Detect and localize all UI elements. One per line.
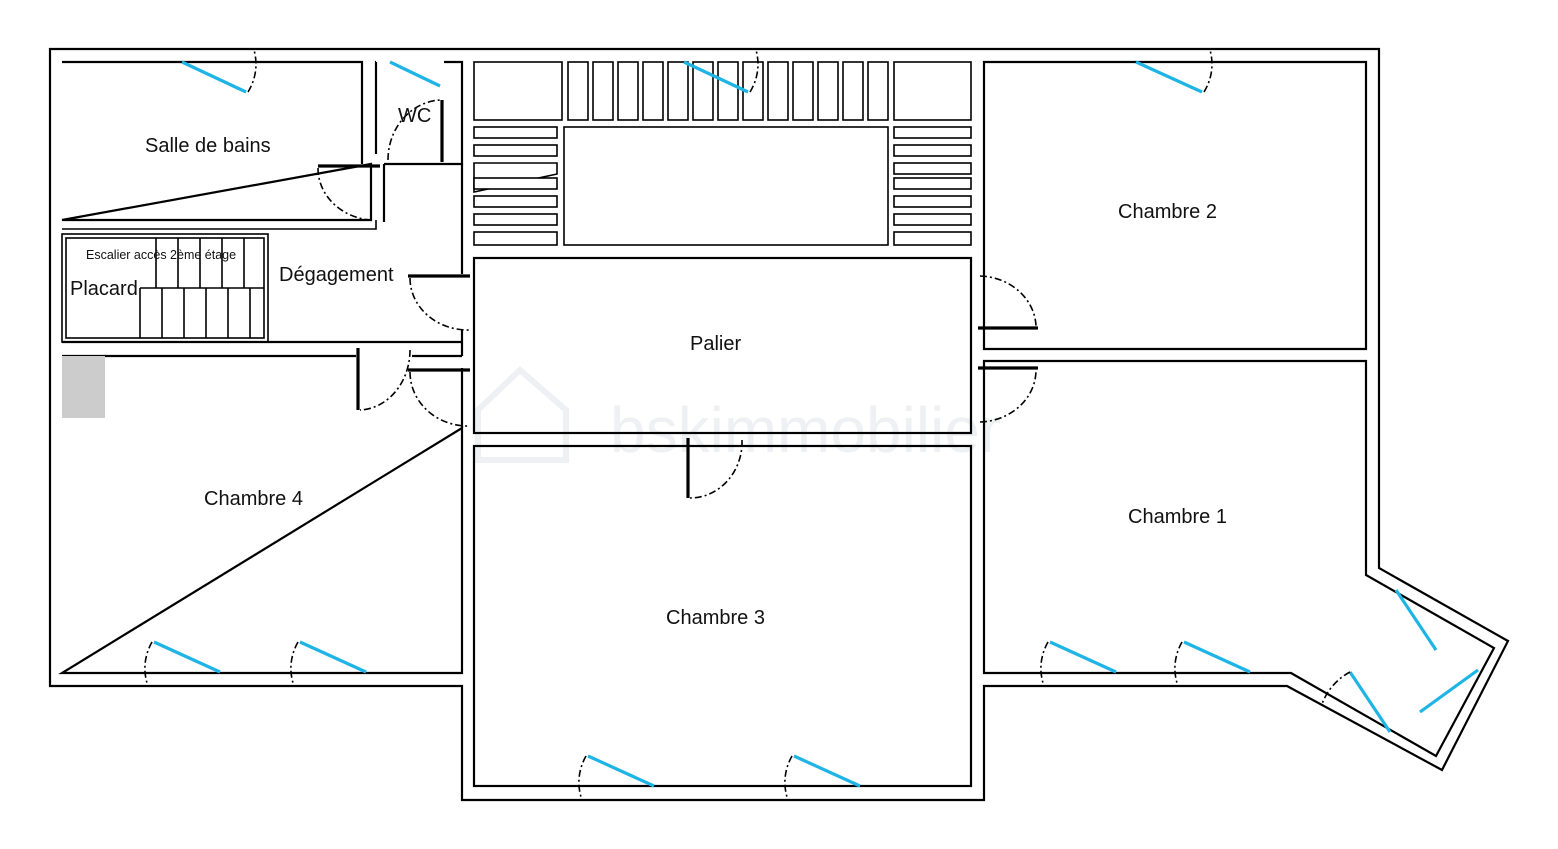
stair-step: [592, 61, 614, 121]
chambre-4-window-2: [299, 640, 367, 674]
stair-steps-right: [893, 126, 972, 246]
watermark-text: bskimmobilier: [610, 394, 1001, 466]
stair-step: [473, 144, 558, 157]
label-palier: Palier: [690, 333, 741, 355]
label-placard: Placard: [70, 278, 138, 300]
bay-window-arc: [1321, 671, 1351, 705]
chambre-4-walls: [58, 354, 464, 675]
wc-walls: [374, 60, 464, 222]
chambre-1-door-arc: [979, 369, 1037, 423]
stair-step: [792, 61, 814, 121]
placard-block: [62, 356, 105, 418]
chambre-4-door-arc: [359, 349, 411, 411]
chambre-3-window-1: [587, 754, 655, 788]
label-chambre-2: Chambre 2: [1118, 201, 1217, 223]
stair-void: [563, 126, 889, 246]
stair-step: [893, 195, 972, 208]
room-salle-de-bains: Salle de bains: [61, 49, 380, 230]
stair-step: [893, 177, 972, 190]
room-chambre-3: Chambre 3: [472, 438, 973, 801]
chambre-2-window: [1135, 60, 1203, 94]
salle-de-bains-inner-line: [62, 220, 377, 230]
room-degagement: Dégagement: [279, 164, 471, 428]
room-chambre-1: Chambre 1: [978, 359, 1496, 758]
chambre-3-window-2-arc: [784, 755, 793, 801]
label-degagement: Dégagement: [279, 264, 394, 286]
stair-step: [642, 61, 664, 121]
chambre-3-window-1-arc: [578, 755, 587, 801]
stair-landing-right: [893, 61, 972, 121]
chambre-1-window-1: [1049, 640, 1117, 674]
stair-step: [893, 231, 972, 246]
stair-steps-top: [567, 61, 889, 121]
chambre-2-window-arc: [1203, 49, 1213, 93]
salle-de-bains-walls: [61, 60, 373, 222]
stair-step: [473, 213, 558, 226]
escalier-steps-top: [155, 238, 245, 288]
stair-step: [817, 61, 839, 121]
stair-step: [867, 61, 889, 121]
stair-step: [893, 126, 972, 139]
label-chambre-3: Chambre 3: [666, 607, 765, 629]
chambre-4-window-2-arc: [290, 641, 299, 687]
chambre-2-door-arc: [979, 275, 1037, 327]
stair-step: [667, 61, 689, 121]
chambre-1-window-2-arc: [1174, 641, 1183, 687]
stair-step: [717, 61, 739, 121]
bay-window-1: [1394, 589, 1438, 651]
chambre-3-window-2: [793, 754, 861, 788]
room-chambre-4: Chambre 4: [58, 348, 464, 687]
stair-step: [473, 177, 558, 190]
label-chambre-1: Chambre 1: [1128, 506, 1227, 528]
salle-de-bains-door-arc: [317, 167, 371, 221]
bay-window-2: [1419, 668, 1479, 714]
label-escalier: Escalier accès 2ème étage: [86, 248, 236, 262]
room-palier: Palier: [472, 256, 973, 435]
stair-step: [893, 144, 972, 157]
palier-walls: [472, 256, 973, 435]
chambre-3-walls: [472, 444, 973, 788]
label-salle-de-bains: Salle de bains: [145, 135, 271, 157]
chambre-1-window-1-arc: [1040, 641, 1049, 687]
salle-de-bains-window-arc: [247, 49, 257, 93]
chambre-4-window-1: [153, 640, 221, 674]
room-escalier-placard: Escalier accès 2ème étage Placard: [61, 233, 462, 344]
stairwell-window: [683, 60, 749, 94]
chambre-1-walls: [982, 359, 1496, 758]
salle-de-bains-window: [181, 60, 247, 94]
escalier-steps-bottom: [139, 288, 251, 338]
chambre-2-walls: [982, 60, 1368, 351]
chambre-1-window-2: [1183, 640, 1251, 674]
stair-step: [893, 213, 972, 226]
stair-step: [473, 195, 558, 208]
exterior-walls: [48, 47, 1510, 802]
stair-step: [473, 231, 558, 246]
wc-door-arc: [387, 99, 441, 161]
degagement-door-arc-top: [409, 277, 471, 331]
stair-step: [473, 126, 558, 139]
label-chambre-4: Chambre 4: [204, 488, 303, 510]
chambre-3-door-arc: [689, 439, 743, 499]
room-wc: WC: [374, 60, 464, 222]
stair-step: [842, 61, 864, 121]
exterior-wall-outer: [48, 47, 1510, 802]
watermark-house-icon: [475, 365, 569, 463]
stair-landing-left: [473, 61, 563, 121]
wc-window: [389, 60, 441, 88]
stair-step: [567, 61, 589, 121]
stairwell-window-arc: [749, 49, 759, 93]
chambre-4-window-1-arc: [144, 641, 153, 687]
watermark: bskimmobilier: [475, 365, 1001, 466]
room-chambre-2: Chambre 2: [978, 49, 1368, 351]
degagement-door-arc-bottom: [409, 371, 471, 427]
stair-step: [893, 162, 972, 175]
bay-window-3: [1348, 671, 1392, 733]
stair-steps-left: [473, 126, 558, 246]
stairwell: [473, 49, 972, 246]
label-wc: WC: [398, 105, 431, 127]
stair-step: [617, 61, 639, 121]
stair-step: [767, 61, 789, 121]
stair-step: [692, 61, 714, 121]
